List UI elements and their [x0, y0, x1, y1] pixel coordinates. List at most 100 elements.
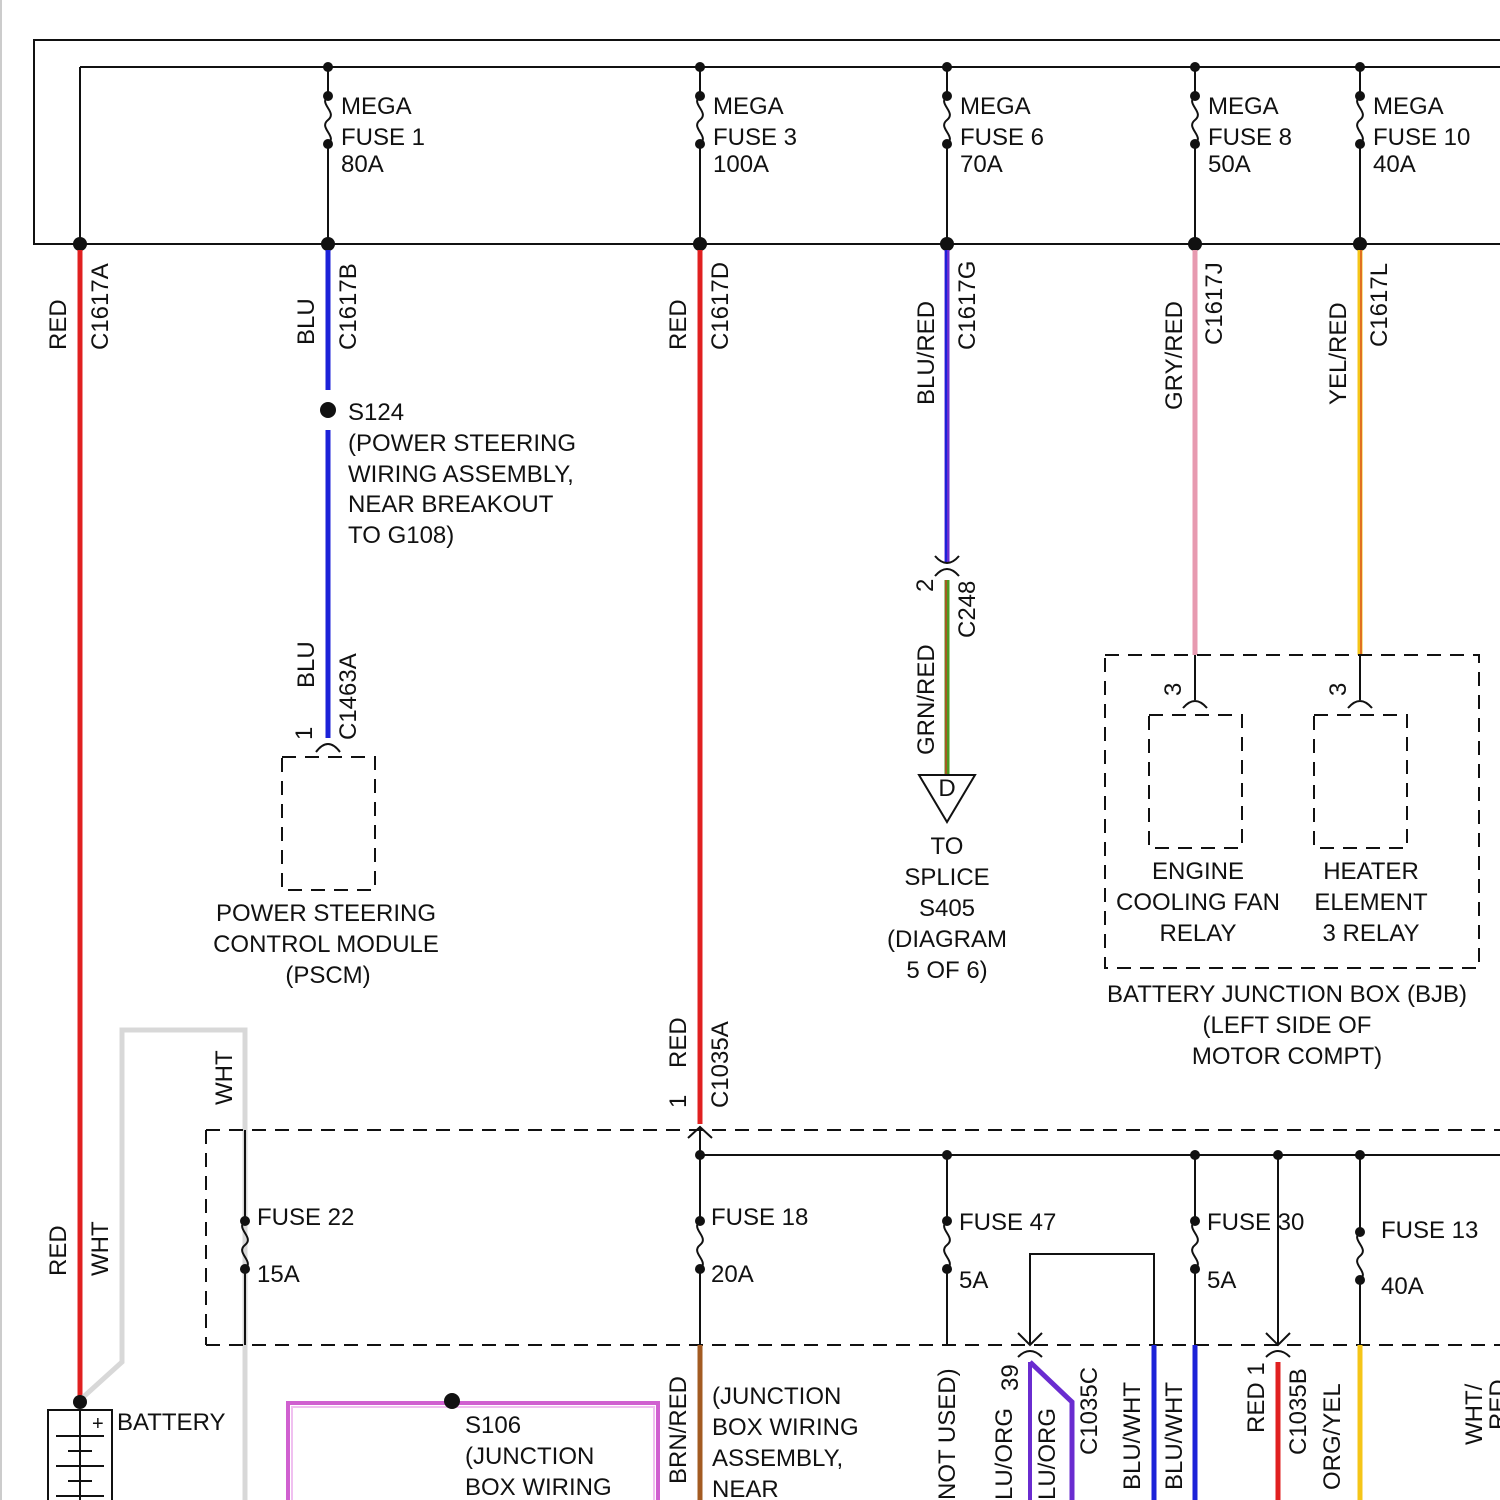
- mega-fuse-3-rating: 100A: [713, 151, 769, 178]
- splice-d-marker: D: [938, 775, 955, 802]
- fuse-18-name: FUSE 18: [711, 1204, 808, 1231]
- mega-fuse-10-rating: 40A: [1373, 151, 1416, 178]
- fuse-22-rating: 15A: [257, 1261, 300, 1288]
- s124-line5: TO G108): [348, 522, 454, 549]
- label-c1035c: C1035C: [1076, 1367, 1103, 1455]
- mega-fuse-8-rating: 50A: [1208, 151, 1251, 178]
- label-c1035b: C1035B: [1285, 1368, 1312, 1455]
- label-yel-red: YEL/RED: [1325, 302, 1352, 405]
- mega-fuse-6-rating: 70A: [960, 151, 1003, 178]
- relay-1-label-3: RELAY: [1160, 920, 1237, 947]
- c1035a-wire-color: RED: [665, 1017, 692, 1068]
- relay-2-outline: [1314, 715, 1407, 848]
- relay-1-pin: 3: [1160, 683, 1187, 696]
- mega-fuse-10-line2: FUSE 10: [1373, 124, 1470, 151]
- c1035b-feed: [1273, 1150, 1283, 1345]
- fuse-13: FUSE 13 40A: [1355, 1150, 1478, 1345]
- fuse-30-rating: 5A: [1207, 1267, 1236, 1294]
- s106-line2: (JUNCTION: [465, 1443, 594, 1470]
- fuse-13-name: FUSE 13: [1381, 1217, 1478, 1244]
- mega-fuse-3: MEGA FUSE 3 100A: [695, 62, 797, 244]
- fuse-30-name: FUSE 30: [1207, 1209, 1304, 1236]
- c248-label-2: SPLICE: [904, 864, 989, 891]
- mega-fuse-8-line2: FUSE 8: [1208, 124, 1292, 151]
- c248-label-5: 5 OF 6): [906, 957, 987, 984]
- fuse-22-name: FUSE 22: [257, 1204, 354, 1231]
- relay-2-label-3: 3 RELAY: [1323, 920, 1420, 947]
- pscm-label-1: POWER STEERING: [216, 900, 436, 927]
- mega-fuse-8-line1: MEGA: [1208, 93, 1279, 120]
- label-battery-red: RED: [45, 1225, 72, 1276]
- battery-plus: +: [92, 1413, 104, 1435]
- mega-fuse-3-line2: FUSE 3: [713, 124, 797, 151]
- label-red-c1617d: RED: [665, 299, 692, 350]
- relay-1-outline: [1149, 715, 1242, 848]
- relay-2-pin: 3: [1325, 683, 1352, 696]
- fuse-18: FUSE 18 20A: [695, 1150, 808, 1345]
- battery-label: BATTERY: [117, 1409, 225, 1436]
- c248-pin: 2: [912, 579, 939, 592]
- pscm-pin: 1: [291, 727, 318, 740]
- c1035a-label: C1035A: [707, 1021, 734, 1108]
- label-lu-org-1: LU/ORG: [991, 1408, 1018, 1500]
- fuse-22: FUSE 22 15A: [240, 1130, 354, 1345]
- c248-label-4: (DIAGRAM: [887, 926, 1007, 953]
- mega-fuse-6: MEGA FUSE 6 70A: [942, 62, 1044, 244]
- label-blu-red: BLU/RED: [913, 301, 940, 405]
- label-brn-red: BRN/RED: [665, 1376, 692, 1484]
- fuse-18-rating: 20A: [711, 1261, 754, 1288]
- label-gry-red: GRY/RED: [1161, 301, 1188, 410]
- fuse-13-rating: 40A: [1381, 1273, 1424, 1300]
- svg-text:(JUNCTION: (JUNCTION: [712, 1383, 841, 1410]
- svg-text:BOX WIRING: BOX WIRING: [712, 1414, 859, 1441]
- relay-2-label-2: ELEMENT: [1314, 889, 1428, 916]
- relay-1-label-2: COOLING FAN: [1116, 889, 1280, 916]
- label-battery-wht: WHT: [87, 1221, 114, 1276]
- label-blu-1: BLU: [293, 298, 320, 345]
- fuse-30: FUSE 30 5A: [1190, 1150, 1304, 1345]
- mega-fuse-6-line1: MEGA: [960, 93, 1031, 120]
- pscm-label-2: CONTROL MODULE: [213, 931, 439, 958]
- s124-line2: (POWER STEERING: [348, 430, 576, 457]
- splice-s124: S124 (POWER STEERING WIRING ASSEMBLY, NE…: [320, 399, 576, 549]
- label-main-red: RED: [45, 299, 72, 350]
- mega-fuse-8: MEGA FUSE 8 50A: [1190, 62, 1292, 244]
- bjb-relay-group: 3 ENGINE COOLING FAN RELAY 3 HEATER ELEM…: [1105, 655, 1479, 968]
- label-wht-top: WHT: [211, 1050, 238, 1105]
- svg-text:NEAR: NEAR: [712, 1476, 779, 1500]
- pscm-outline: [282, 757, 375, 890]
- label-blu-wht-1: BLU/WHT: [1119, 1382, 1146, 1490]
- splice-s106: S106 (JUNCTION BOX WIRING: [288, 1393, 658, 1500]
- mega-fuse-1-line1: MEGA: [341, 93, 412, 120]
- label-not-used: NOT USED): [934, 1368, 961, 1500]
- fuse-47-name: FUSE 47: [959, 1209, 1056, 1236]
- label-c1617d: C1617D: [707, 262, 734, 350]
- label-pin-39: 39: [997, 1364, 1024, 1391]
- label-c1617g: C1617G: [954, 261, 981, 350]
- label-org-yel: ORG/YEL: [1319, 1383, 1346, 1490]
- label-c1617l: C1617L: [1366, 263, 1393, 347]
- mega-fuse-1-rating: 80A: [341, 151, 384, 178]
- relay-2-label-1: HEATER: [1323, 858, 1419, 885]
- c248-label-1: TO: [931, 833, 964, 860]
- pscm-label-3: (PSCM): [285, 962, 370, 989]
- label-blu-wht-2: BLU/WHT: [1161, 1382, 1188, 1490]
- mega-fuse-1-line2: FUSE 1: [341, 124, 425, 151]
- label-red-1: RED 1: [1243, 1362, 1270, 1433]
- bjb-label-2: (LEFT SIDE OF: [1203, 1012, 1372, 1039]
- pscm-wire-color: BLU: [293, 641, 320, 688]
- c248-connector-label: C248: [954, 581, 981, 638]
- jb-wiring-note: (JUNCTION BOX WIRING ASSEMBLY, NEAR: [712, 1383, 859, 1500]
- s124-line1: S124: [348, 399, 404, 426]
- label-red-partial: RED: [1485, 1379, 1500, 1430]
- battery-symbol: + BATTERY: [48, 1395, 225, 1500]
- mega-fuse-1: MEGA FUSE 1 80A: [323, 62, 425, 244]
- c248-label-3: S405: [919, 895, 975, 922]
- mega-fuse-6-line2: FUSE 6: [960, 124, 1044, 151]
- mega-fuse-10: MEGA FUSE 10 40A: [1355, 62, 1470, 244]
- mega-fuse-3-line1: MEGA: [713, 93, 784, 120]
- fuse-47-rating: 5A: [959, 1267, 988, 1294]
- s106-line1: S106: [465, 1412, 521, 1439]
- junction-box: [206, 1130, 1500, 1345]
